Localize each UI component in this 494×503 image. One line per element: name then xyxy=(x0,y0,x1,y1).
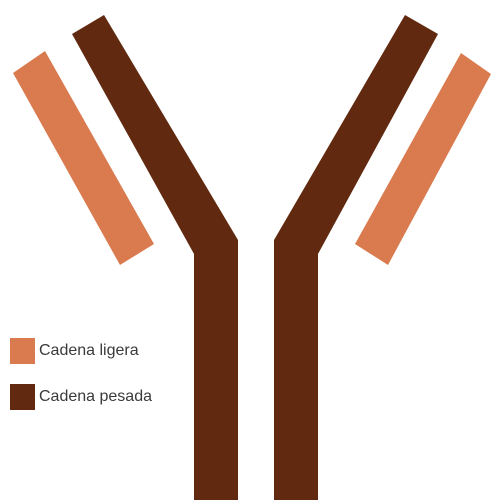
light-chain-swatch xyxy=(10,338,35,364)
heavy-chain-swatch xyxy=(10,384,35,410)
legend-label-heavy-chain: Cadena pesada xyxy=(39,388,152,406)
heavy-chain-right xyxy=(274,15,438,500)
legend-item-heavy-chain: Cadena pesada xyxy=(10,384,152,410)
legend-item-light-chain: Cadena ligera xyxy=(10,338,152,364)
legend-label-light-chain: Cadena ligera xyxy=(39,342,139,360)
legend: Cadena ligera Cadena pesada xyxy=(10,338,152,430)
